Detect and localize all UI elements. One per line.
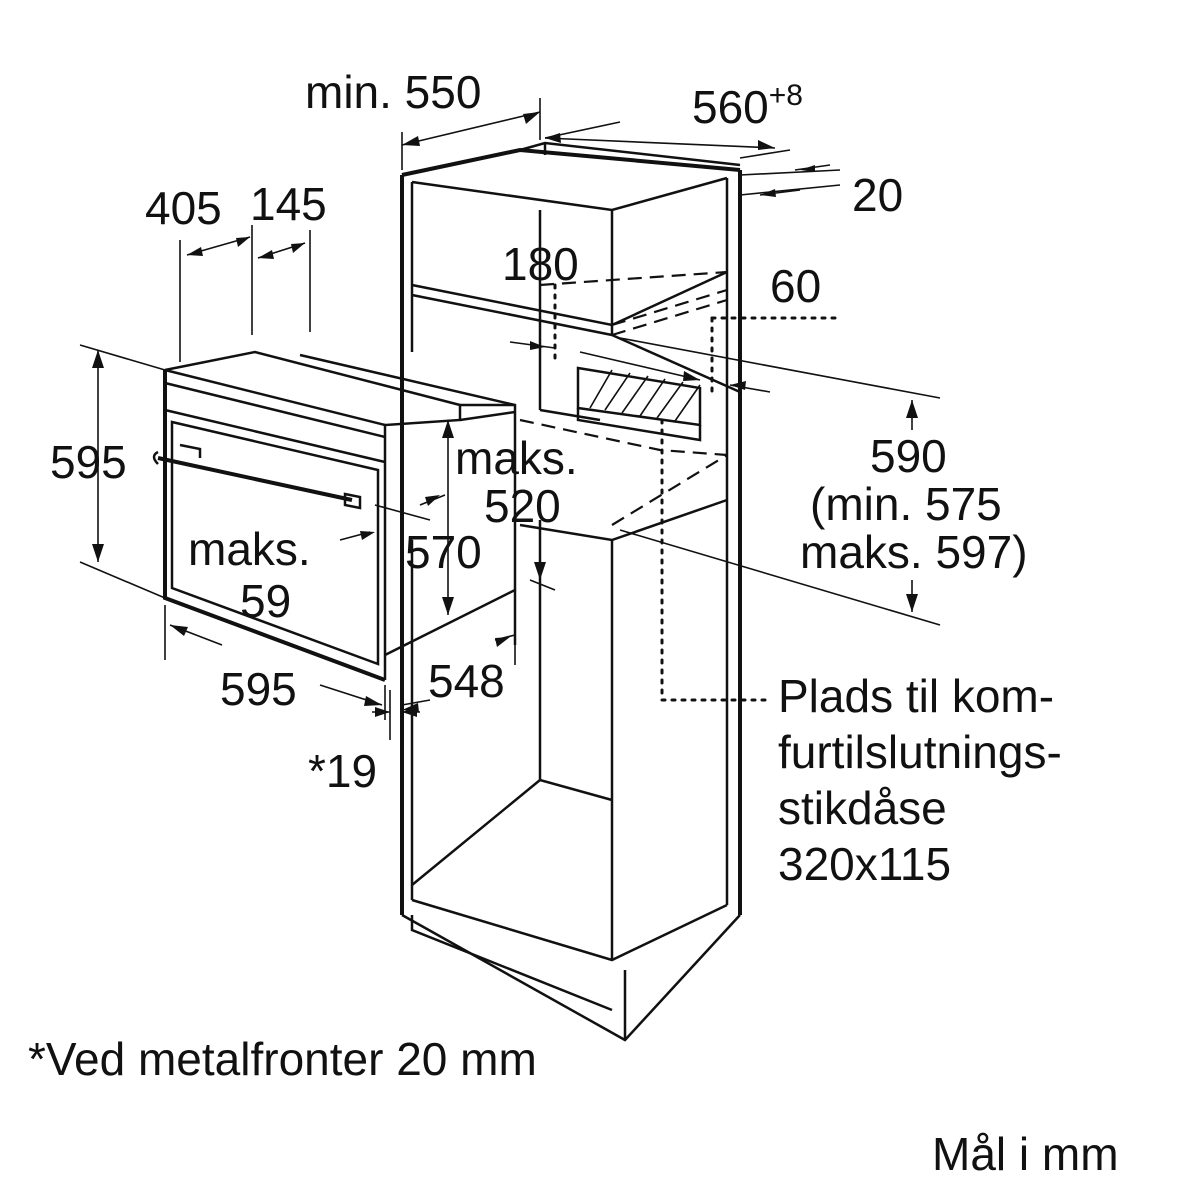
label-maks-59-a: maks. <box>188 523 311 575</box>
label-405: 405 <box>145 182 222 234</box>
oven-handle <box>157 456 353 502</box>
label-20: 20 <box>852 169 903 221</box>
units-note: Mål i mm <box>932 1128 1119 1180</box>
label-570: 570 <box>405 526 482 578</box>
socket-note-line-3: stikdåse <box>778 782 947 834</box>
label-590-max: maks. 597) <box>800 526 1028 578</box>
label-548: 548 <box>428 655 505 707</box>
label-180: 180 <box>502 238 579 290</box>
label-min-550: min. 550 <box>305 66 481 118</box>
dimension-labels: min. 550 560+8 20 405 145 180 60 595 mak… <box>50 66 1028 797</box>
socket-note-line-2: furtilslutnings- <box>778 726 1062 778</box>
label-560: 560+8 <box>692 79 803 133</box>
footnote: *Ved metalfronter 20 mm <box>28 1033 537 1085</box>
socket-note-line-4: 320x115 <box>778 838 951 890</box>
cabinet <box>400 141 742 1042</box>
socket-note: Plads til kom- furtilslutnings- stikdåse… <box>778 670 1062 890</box>
dimension-lines <box>79 98 941 740</box>
label-maks-520-a: maks. <box>455 432 578 484</box>
label-height-595: 595 <box>50 436 127 488</box>
label-590-min: (min. 575 <box>810 478 1002 530</box>
oven <box>152 350 517 682</box>
label-maks-59-b: 59 <box>240 575 291 627</box>
label-590: 590 <box>870 430 947 482</box>
socket-note-line-1: Plads til kom- <box>778 670 1054 722</box>
label-60: 60 <box>770 260 821 312</box>
socket-box <box>576 366 702 442</box>
label-width-595: 595 <box>220 663 297 715</box>
label-star-19: *19 <box>308 745 377 797</box>
label-145: 145 <box>250 178 327 230</box>
label-maks-520-b: 520 <box>484 480 561 532</box>
